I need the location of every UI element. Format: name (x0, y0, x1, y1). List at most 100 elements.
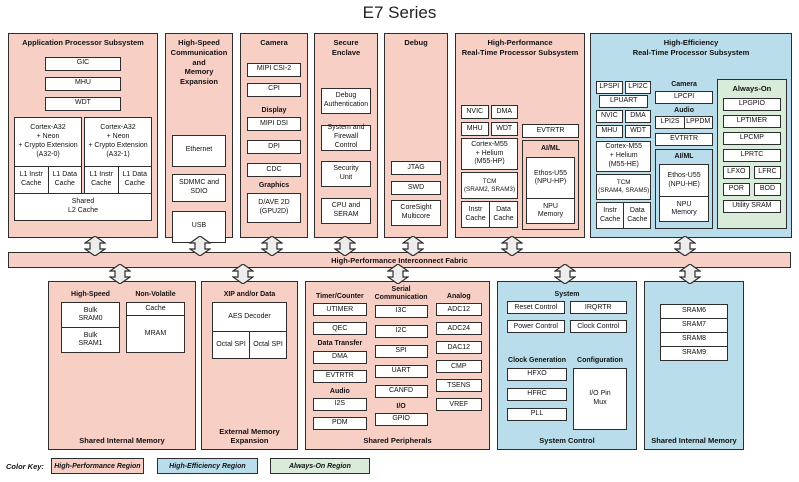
hert-npu-memory-box: NPU Memory (659, 196, 709, 223)
hprt-aiml-subblock: AI/ML Ethos-U55 (NPU-HP) NPU Memory (522, 140, 579, 230)
eme-title: External Memory Expansion (219, 427, 280, 445)
hprt-cortex-m55-box: Cortex-M55 + Helium (M55-HP) (461, 138, 518, 170)
i2s-box: I2S (313, 398, 367, 412)
spi-box: SPI (374, 344, 428, 358)
lpcpi-box: LPCPI (655, 90, 713, 104)
por-box: POR (722, 183, 750, 196)
vref-box: VREF (435, 398, 482, 412)
bulk-sram0-box: Bulk SRAM0 (61, 302, 120, 329)
color-key-always-on: Always-On Region (269, 458, 370, 474)
hprt-dma-box: DMA (490, 105, 518, 119)
hert-data-cache-box: Data Cache (623, 202, 652, 229)
connector-arrow (108, 263, 132, 285)
graphics-section-label: Graphics (258, 182, 290, 190)
sp-evtrtr-box: EVTRTR (313, 369, 367, 383)
hert-instr-cache-box: Instr Cache (596, 202, 625, 229)
non-volatile-label: Non-Volatile (135, 291, 176, 298)
always-on-region: Always-On LPGPIO LPTIMER LPCMP LPRTC LFX… (716, 79, 787, 229)
jtag-box: JTAG (391, 161, 441, 175)
cpi-box: CPI (247, 82, 301, 97)
high-speed-comm-memory-expansion: High-Speed Communication and Memory Expa… (165, 33, 233, 243)
hert-dma-box: DMA (624, 110, 652, 123)
debug-authentication-box: Debug Authentication (321, 87, 371, 114)
hert-audio-label: Audio (674, 106, 694, 114)
xip-data-label: XIP and/or Data (223, 291, 276, 298)
octal-spi-box: Octal SPI (212, 331, 250, 360)
pll-box: PLL (507, 407, 567, 421)
fabric-label: High-Performance Interconnect Fabric (331, 255, 468, 265)
io-pin-mux-box: I/O Pin Mux (573, 367, 627, 430)
utility-sram-box: Utility SRAM (722, 200, 781, 213)
gic-box: GIC (45, 56, 121, 71)
cmp-box: CMP (435, 360, 482, 374)
hert-cortex-m55-box: Cortex-M55 + Helium (M55-HE) (596, 141, 652, 172)
power-control-box: Power Control (507, 320, 565, 334)
application-processor-subsystem: Application Processor Subsystem GIC MHU … (8, 33, 158, 238)
debug-title: Debug (404, 38, 428, 47)
external-memory-expansion: XIP and/or Data AES Decoder Octal SPI Oc… (201, 281, 298, 450)
hert-camera-label: Camera (671, 81, 697, 89)
camera-display-graphics-block: Camera MIPI CSI-2 CPI Display MIPI DSI D… (240, 33, 308, 238)
dac12-box: DAC12 (435, 341, 482, 355)
shared-internal-memory-left: High-Speed Bulk SRAM0 Bulk SRAM1 Non-Vol… (48, 281, 196, 450)
wdt-box: WDT (45, 96, 121, 111)
mipi-dsi-box: MIPI DSI (247, 117, 301, 132)
aes-decoder-box: AES Decoder (212, 302, 287, 333)
color-key-high-efficiency: High-Efficiency Region (156, 458, 258, 474)
i3c-box: I3C (374, 304, 428, 318)
cortex-a32-core0-box: Cortex-A32 + Neon + Crypto Extension (A3… (14, 116, 82, 167)
data-transfer-label: Data Transfer (317, 340, 363, 348)
ethernet-box: Ethernet (172, 134, 226, 167)
hprt-nvic-box: NVIC (461, 105, 489, 119)
hprt-data-cache-box: Data Cache (489, 201, 518, 228)
hprt-wdt-box: WDT (490, 122, 518, 136)
shared-internal-memory-right: SRAM6 SRAM7 SRAM8 SRAM9 Shared Internal … (644, 281, 744, 450)
color-key-high-performance: High-Performance Region (50, 458, 144, 474)
sim-left-title: Shared Internal Memory (79, 436, 165, 445)
lpcmp-box: LPCMP (722, 132, 781, 145)
sram6-box: SRAM6 (660, 304, 728, 319)
hprt-tcm-box: TCM (SRAM2, SRAM3) (461, 172, 518, 199)
irqrtr-box: IRQRTR (569, 301, 627, 315)
connector-arrow (386, 263, 410, 285)
bulk-sram1-box: Bulk SRAM1 (61, 327, 120, 354)
lpi2s-box: LPI2S (655, 116, 685, 129)
clock-control-box: Clock Control (569, 320, 627, 334)
l1-data-cache-box: L1 Data Cache (117, 165, 152, 194)
pdm-box: PDM (313, 417, 367, 431)
l1-instr-cache-box: L1 Instr Cache (84, 165, 119, 194)
cdc-box: CDC (247, 163, 301, 178)
system-control: System Reset Control IRQRTR Power Contro… (497, 281, 637, 450)
connector-arrow (260, 235, 284, 257)
lpi2c-box: LPI2C (624, 81, 652, 94)
hprt-title: High-Performance Real-Time Processor Sub… (461, 38, 579, 57)
sim-right-title: Shared Internal Memory (651, 436, 737, 445)
hprt-mhu-box: MHU (461, 122, 489, 136)
lpuart-box: LPUART (599, 95, 649, 108)
sram8-box: SRAM8 (660, 332, 728, 347)
octal-spi-box: Octal SPI (249, 331, 287, 360)
sp-dma-box: DMA (313, 350, 367, 364)
high-speed-label: High-Speed (71, 291, 110, 298)
lppdm-box: LPPDM (683, 116, 713, 129)
connector-arrow (678, 263, 702, 285)
connector-arrow (673, 235, 697, 257)
shared-peripherals: Timer/Counter UTIMER QEC Data Transfer D… (305, 281, 490, 450)
sdmmc-sdio-box: SDMMC and SDIO (172, 173, 226, 202)
swd-box: SWD (391, 181, 441, 195)
high-performance-rt-subsystem: High-Performance Real-Time Processor Sub… (455, 33, 585, 238)
serial-communication-label: Serial Communication (374, 286, 428, 302)
shared-l2-cache-box: Shared L2 Cache (14, 192, 152, 221)
uart-box: UART (374, 364, 428, 378)
gpio-box: GPIO (374, 413, 428, 427)
lfxo-box: LFXO (722, 166, 750, 179)
hert-evtrtr-box: EVTRTR (655, 133, 713, 146)
adc12-box: ADC12 (435, 303, 482, 317)
mipi-csi2-box: MIPI CSI-2 (247, 62, 301, 77)
hprt-ethos-u55-box: Ethos-U55 (NPU-HP) (526, 157, 575, 200)
color-key: Color Key: High-Performance Region High-… (6, 458, 370, 474)
connector-arrow (553, 263, 577, 285)
hert-nvic-box: NVIC (596, 110, 623, 123)
display-section-label: Display (261, 106, 287, 114)
